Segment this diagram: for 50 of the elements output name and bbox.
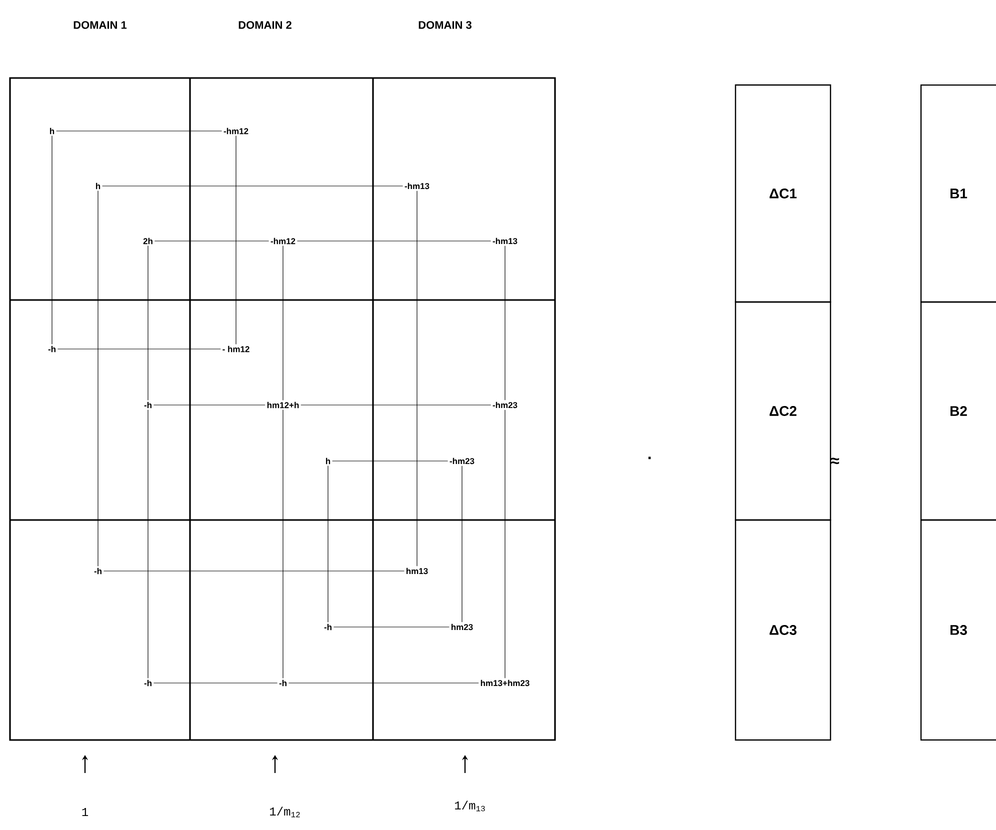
matrix-entry: -h — [324, 624, 332, 630]
connector-line — [332, 460, 448, 462]
matrix-entry: h — [326, 458, 330, 464]
column-scale-label: 1/m$_{13}$ — [455, 800, 485, 812]
connector-line — [288, 682, 479, 684]
column-heading: DOMAIN 1 — [74, 21, 127, 29]
matrix-entry: h — [96, 182, 100, 190]
matrix-entry: - hm12 — [222, 346, 250, 352]
connector-line — [504, 246, 506, 400]
matrix-entry: -hm13 — [492, 238, 518, 244]
vector-cell: ΔC2 — [734, 301, 832, 521]
connector-line — [103, 570, 404, 572]
connector-line — [333, 626, 450, 628]
matrix-entry: -h — [144, 680, 152, 686]
column-scale-label: 1/m$_{12}$ — [270, 806, 300, 818]
vector-cell: B3 — [920, 519, 996, 741]
matrix-entry: 2h — [143, 238, 152, 244]
connector-line — [504, 410, 506, 678]
matrix-entry: -h — [144, 402, 152, 408]
matrix-entry: -hm23 — [492, 402, 518, 408]
matrix-entry: -hm12 — [270, 238, 296, 244]
matrix-entry: h — [50, 128, 54, 134]
matrix-entry: -h — [94, 568, 102, 574]
matrix-entry: -h — [279, 680, 286, 686]
connector-line — [153, 404, 266, 406]
operator-sign: · — [648, 456, 651, 460]
matrix-entry: hm12+h — [267, 402, 299, 408]
connector-line — [300, 404, 492, 406]
matrix-entry: -h — [48, 346, 56, 352]
vector-cell: ΔC1 — [734, 84, 832, 303]
matrix-entry: -hm12 — [224, 128, 248, 134]
matrix-entry: hm13 — [406, 568, 428, 574]
connector-line — [154, 240, 270, 242]
connector-line — [416, 190, 418, 566]
column-scale-label: 1 — [82, 808, 88, 816]
connector-line — [282, 409, 284, 679]
matrix-entry: -hm13 — [404, 182, 430, 190]
vector-cell: B2 — [920, 301, 996, 521]
matrix-entry: hm23 — [452, 624, 473, 630]
connector-line — [296, 240, 492, 242]
connector-line — [56, 130, 222, 132]
connector-line — [282, 245, 284, 401]
column-heading: DOMAIN 2 — [238, 21, 292, 29]
column-heading: DOMAIN 3 — [418, 21, 472, 29]
matrix-entry: -hm23 — [450, 458, 474, 464]
connector-line — [57, 348, 221, 350]
vector-cell: ΔC3 — [734, 519, 832, 741]
connector-line — [153, 682, 278, 684]
matrix-entry: hm13+hm23 — [480, 680, 530, 686]
vector-cell: B1 — [920, 84, 996, 303]
